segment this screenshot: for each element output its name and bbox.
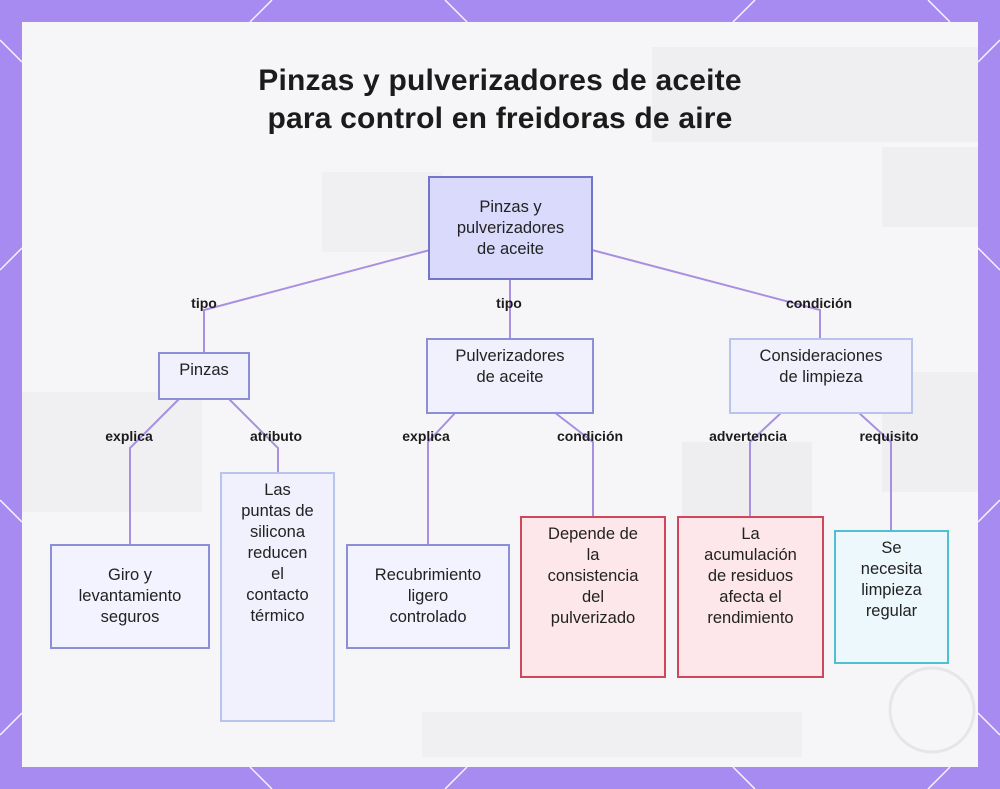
node-limpieza-label: Se necesita limpieza regular bbox=[860, 539, 923, 620]
node-recubrimiento-label: Recubrimiento ligero controlado bbox=[374, 566, 482, 626]
edge-label-atributo-puntas: atributo bbox=[249, 428, 303, 444]
node-puntas-label: Las puntas de silicona reducen el contac… bbox=[241, 481, 314, 625]
node-depende-label: Depende de la consistencia del pulveriza… bbox=[547, 525, 639, 627]
edge-cons-acumulacion bbox=[749, 411, 783, 516]
node-acumulacion-label: La acumulación de residuos afecta el ren… bbox=[704, 525, 797, 627]
edge-label-condicion-depende: condición bbox=[556, 428, 624, 444]
node-giro[interactable]: Giro y levantamiento seguros bbox=[50, 544, 210, 649]
edge-pulv-recubrimiento bbox=[427, 411, 457, 544]
edge-root-pinzas bbox=[203, 249, 431, 352]
node-depende[interactable]: Depende de la consistencia del pulveriza… bbox=[520, 516, 666, 678]
edge-pulv-depende bbox=[553, 411, 594, 516]
edge-pinzas-giro bbox=[129, 397, 181, 544]
edge-cons-limpieza bbox=[857, 411, 892, 530]
node-pinzas-label: Pinzas bbox=[179, 361, 229, 379]
background-shapes bbox=[22, 47, 978, 757]
edge-label-tipo-pinzas: tipo bbox=[191, 295, 217, 311]
node-pinzas[interactable]: Pinzas bbox=[158, 352, 250, 400]
node-acumulacion[interactable]: La acumulación de residuos afecta el ren… bbox=[677, 516, 824, 678]
edge-label-condicion-consideraciones: condición bbox=[785, 295, 853, 311]
node-pulverizadores-label: Pulverizadores de aceite bbox=[455, 347, 565, 386]
title-line-2: para control en freidoras de aire bbox=[267, 102, 733, 135]
edge-label-explica-giro: explica bbox=[105, 428, 153, 444]
node-root-label: Pinzas y pulverizadores de aceite bbox=[456, 197, 565, 258]
node-pulverizadores[interactable]: Pulverizadores de aceite bbox=[426, 338, 594, 414]
node-limpieza[interactable]: Se necesita limpieza regular bbox=[834, 530, 949, 664]
edge-label-tipo-pulverizadores: tipo bbox=[496, 295, 522, 311]
node-root[interactable]: Pinzas y pulverizadores de aceite bbox=[428, 176, 593, 280]
title-line-1: Pinzas y pulverizadores de aceite bbox=[258, 64, 742, 97]
edge-pinzas-puntas bbox=[227, 397, 279, 472]
node-recubrimiento[interactable]: Recubrimiento ligero controlado bbox=[346, 544, 510, 649]
diagram-card: Pinzas y pulverizadores de aceite para c… bbox=[22, 22, 978, 767]
edge-layer bbox=[129, 249, 892, 544]
diagram-title: Pinzas y pulverizadores de aceite para c… bbox=[22, 62, 978, 138]
node-consideraciones-label: Consideraciones de limpieza bbox=[759, 347, 883, 386]
edge-label-requisito: requisito bbox=[859, 428, 919, 444]
node-puntas[interactable]: Las puntas de silicona reducen el contac… bbox=[220, 472, 335, 722]
edge-root-consideraciones bbox=[591, 249, 821, 338]
edge-label-explica-recubrimiento: explica bbox=[402, 428, 450, 444]
edge-label-advertencia: advertencia bbox=[709, 428, 787, 444]
node-consideraciones[interactable]: Consideraciones de limpieza bbox=[729, 338, 913, 414]
node-giro-label: Giro y levantamiento seguros bbox=[78, 566, 182, 626]
